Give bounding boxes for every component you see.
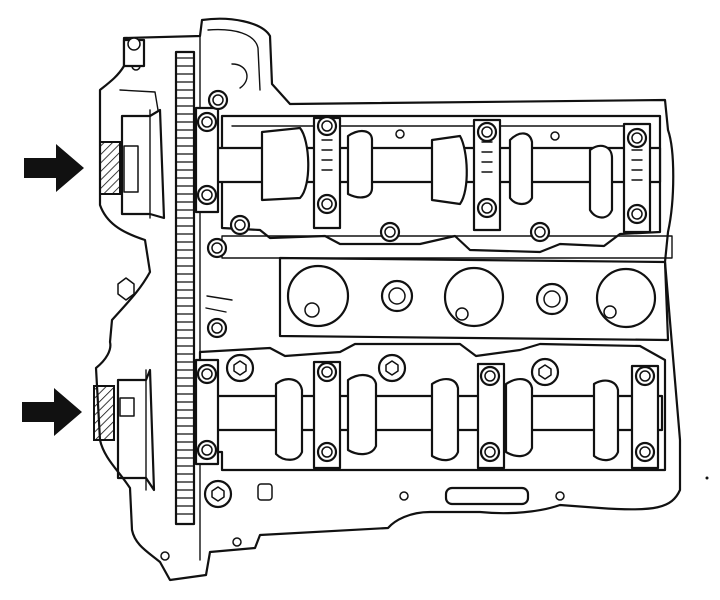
intake-sprocket-flange — [120, 108, 166, 220]
arrow-icon — [24, 144, 84, 192]
intake-camshaft — [194, 106, 662, 234]
housing-details — [117, 37, 565, 561]
exhaust-camshaft — [194, 358, 664, 470]
lower-camshaft-housing — [198, 342, 667, 472]
timing-chain-strip — [174, 50, 196, 526]
exhaust-sprocket-flange — [116, 368, 156, 492]
arrow-icon — [22, 388, 82, 436]
mark-dot — [705, 476, 709, 480]
intake-timing-mark — [99, 141, 121, 195]
exhaust-timing-mark — [93, 385, 115, 441]
center-spark-plug-gallery — [278, 256, 670, 342]
